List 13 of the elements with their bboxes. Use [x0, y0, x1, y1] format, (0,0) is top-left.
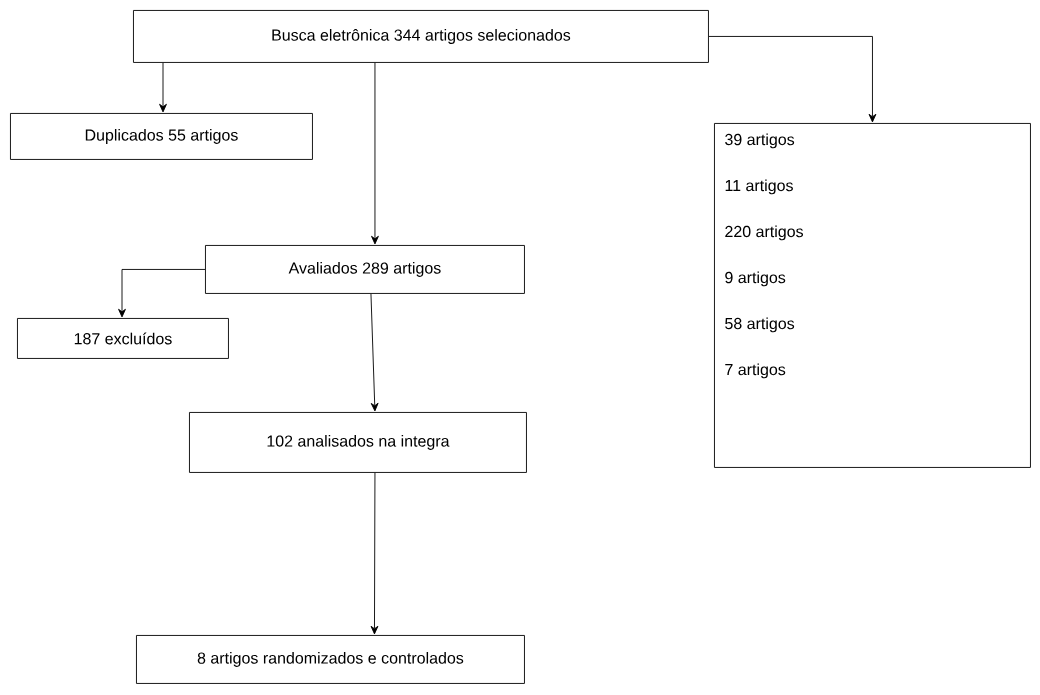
process-box: Avaliados 289 artigos	[205, 245, 525, 294]
arrow	[159, 62, 167, 113]
process-box: 8 artigos randomizados e controlados	[136, 635, 525, 684]
process-box: Duplicados 55 artigos	[10, 113, 313, 160]
arrow	[370, 472, 379, 635]
arrow	[370, 293, 379, 412]
arrow	[371, 62, 379, 245]
process-box: 187 excluídos	[17, 318, 229, 359]
process-box: Busca eletrônica 344 artigos selecionados	[133, 10, 709, 63]
arrow	[118, 269, 206, 318]
process-box: 39 artigos 11 artigos 220 artigos 9 artigos 58 artigos 7 artigos	[714, 123, 1031, 468]
process-box: 102 analisados na integra	[189, 412, 527, 473]
arrow	[708, 36, 877, 123]
